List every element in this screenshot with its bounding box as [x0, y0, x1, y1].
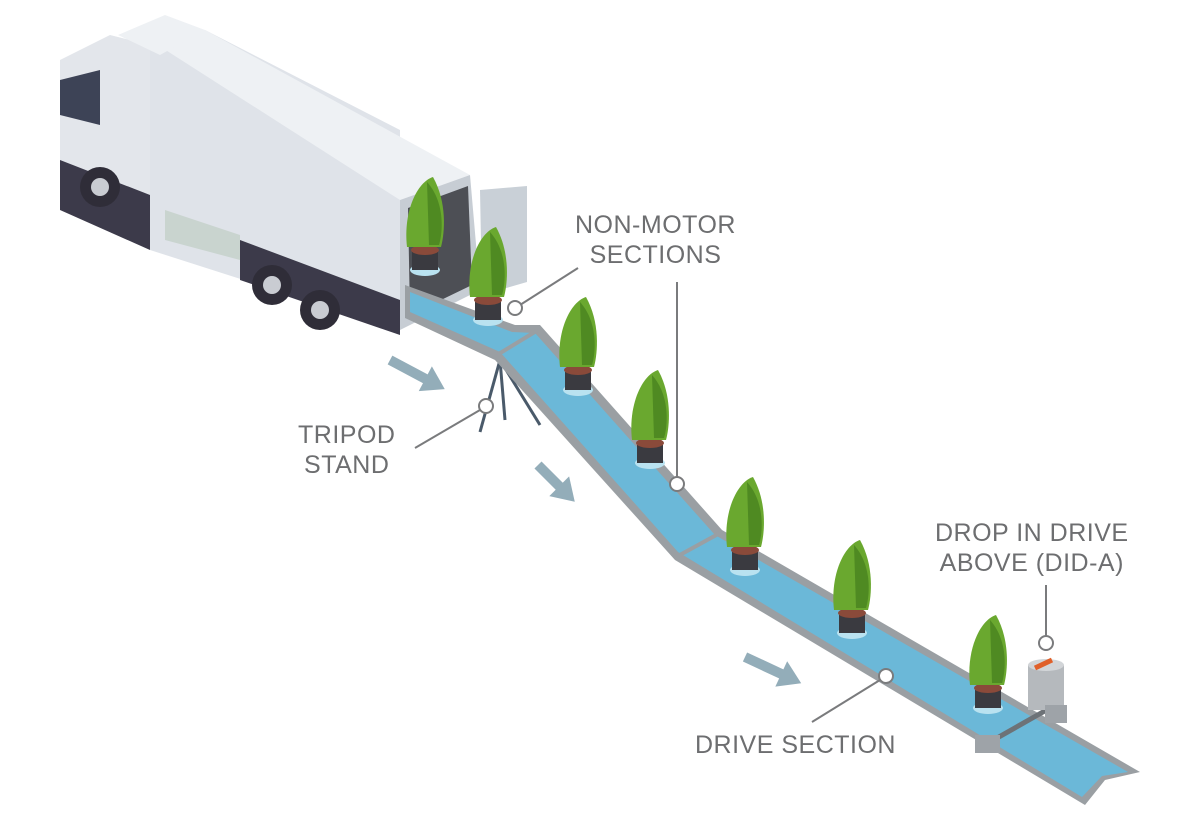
potted-tree [969, 615, 1007, 714]
drop-in-drive-unit [975, 657, 1067, 753]
callout-marker [478, 398, 494, 414]
potted-tree [559, 297, 597, 396]
flow-arrow [387, 355, 445, 392]
label-non-motor-sections: NON-MOTOR SECTIONS [575, 211, 736, 269]
flow-arrow [534, 461, 575, 502]
flow-arrows [387, 355, 802, 687]
potted-tree [833, 540, 871, 639]
potted-tree [726, 477, 764, 576]
callouts [414, 267, 1054, 723]
label-drive-section: DRIVE SECTION [695, 731, 896, 759]
callout-marker [1038, 635, 1054, 651]
callout-marker [878, 668, 894, 684]
callout-marker [669, 476, 685, 492]
trees [406, 177, 1007, 714]
truck [60, 15, 527, 335]
flow-arrow [742, 652, 802, 687]
potted-tree [406, 177, 444, 276]
label-tripod-stand: TRIPOD STAND [298, 421, 396, 479]
potted-tree [469, 227, 507, 326]
potted-tree [631, 370, 669, 469]
callout-marker [507, 300, 523, 316]
label-drop-in-drive-above: DROP IN DRIVE ABOVE (DID-A) [935, 519, 1129, 577]
